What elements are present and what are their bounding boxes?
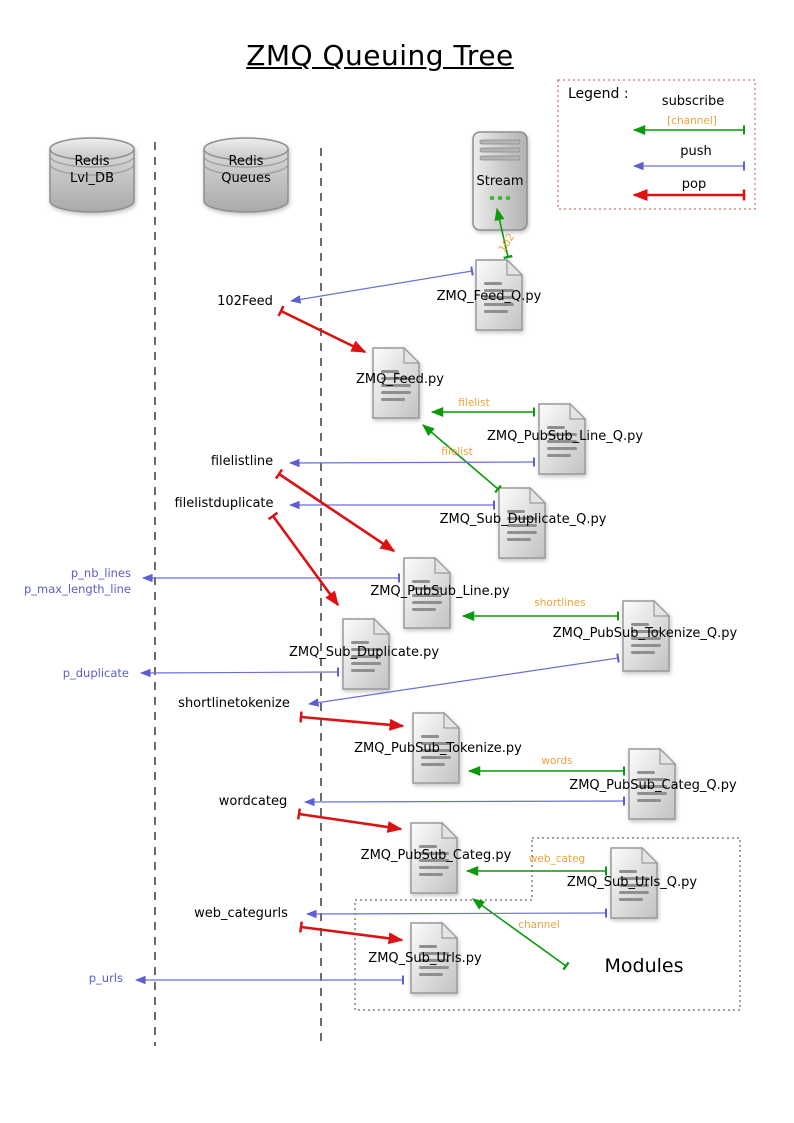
push-arrow-pubsublineq-to-filelistline — [288, 457, 536, 468]
file-label-zmq-pubsub-tokenize: ZMQ_PubSub_Tokenize.py — [354, 741, 522, 756]
push-arrow-feedq-to-102feed — [289, 266, 474, 304]
push-arrow-suburlsq-to-webcategurls — [305, 908, 608, 919]
legend-border — [557, 79, 756, 210]
pop-arrow-shortlinetokenize-to-tokenize — [299, 711, 405, 731]
subscribe-arrow-subduplicateq-to-feed — [422, 424, 502, 494]
subscribe-arrow-modules-to-categ — [471, 898, 570, 971]
queue-label-filelistline: filelistline — [210, 454, 274, 469]
push-arrow-tokenizeq-to-shortlinetokenize — [307, 653, 620, 707]
param-label-p-duplicate: p_duplicate — [62, 666, 129, 680]
param-label-p-nb-lines: p_nb_lines — [70, 566, 131, 580]
pop-arrow-webcategurls-to-suburls — [299, 921, 404, 945]
param-label-p-max-length-line: p_max_length_line — [23, 582, 131, 596]
queue-label-filelistduplicate: filelistduplicate — [174, 496, 274, 511]
legend-push-label: push — [680, 144, 712, 159]
pop-arrow-filelistline-to-pubsubline — [274, 468, 396, 553]
file-label-zmq-pubsub-line: ZMQ_PubSub_Line.py — [370, 584, 510, 599]
file-label-zmq-sub-duplicate-q: ZMQ_Sub_Duplicate_Q.py — [439, 512, 607, 527]
file-label-zmq-feed-q: ZMQ_Feed_Q.py — [436, 289, 542, 304]
file-label-zmq-sub-urls: ZMQ_Sub_Urls.py — [368, 951, 482, 966]
pop-arrow-filelistduplicate-to-subduplicate — [267, 511, 340, 607]
modules-label: Modules — [604, 955, 684, 977]
redis-queues-label: Redis Queues — [221, 154, 271, 186]
file-label-zmq-pubsub-categ-q: ZMQ_PubSub_Categ_Q.py — [569, 778, 737, 793]
file-label-zmq-sub-duplicate: ZMQ_Sub_Duplicate.py — [288, 645, 440, 660]
channel-tag-filelist-lower: filelist — [441, 446, 473, 458]
queue-label-shortlinetokenize: shortlinetokenize — [178, 696, 290, 711]
file-label-zmq-pubsub-categ: ZMQ_PubSub_Categ.py — [360, 848, 512, 863]
file-label-zmq-pubsub-line-q: ZMQ_PubSub_Line_Q.py — [486, 429, 644, 444]
pop-arrow-102feed-to-feed — [277, 305, 367, 354]
param-label-p-urls: p_urls — [88, 971, 123, 985]
page-title: ZMQ Queuing Tree — [246, 39, 514, 72]
channel-tag-channel: channel — [518, 919, 560, 931]
queue-label-web-categurls: web_categurls — [194, 906, 288, 921]
push-arrow-categq-to-wordcateg — [303, 796, 626, 807]
pop-arrows — [267, 189, 746, 945]
legend-subscribe-label: subscribe — [661, 94, 725, 109]
channel-tag-filelist-upper: filelist — [458, 397, 490, 409]
subscribe-arrows — [422, 125, 746, 971]
file-label-zmq-feed: ZMQ_Feed.py — [356, 372, 444, 387]
file-label-zmq-sub-urls-q: ZMQ_Sub_Urls_Q.py — [566, 875, 698, 890]
channel-tag-words: words — [541, 755, 573, 767]
legend-channel-tag: [channel] — [667, 115, 717, 127]
pop-arrow-wordcateg-to-categ — [296, 808, 403, 833]
legend-pop-label: pop — [681, 177, 707, 192]
queue-label-wordcateg: wordcateg — [218, 794, 288, 809]
subscribe-arrow-feedq-to-stream — [494, 207, 513, 260]
redis-lvl-db-label: Redis Lvl_DB — [70, 154, 114, 186]
legend-heading: Legend : — [568, 86, 629, 102]
channel-tag-shortlines: shortlines — [534, 597, 586, 609]
file-label-zmq-pubsub-tokenize-q: ZMQ_PubSub_Tokenize_Q.py — [552, 626, 738, 641]
queue-label-102feed: 102Feed — [217, 294, 273, 309]
push-arrow-subduplicate-to-pduplicate — [139, 667, 340, 678]
channel-tag-web-categ: web_categ — [528, 853, 586, 865]
stream-server-label: Stream — [476, 174, 524, 189]
